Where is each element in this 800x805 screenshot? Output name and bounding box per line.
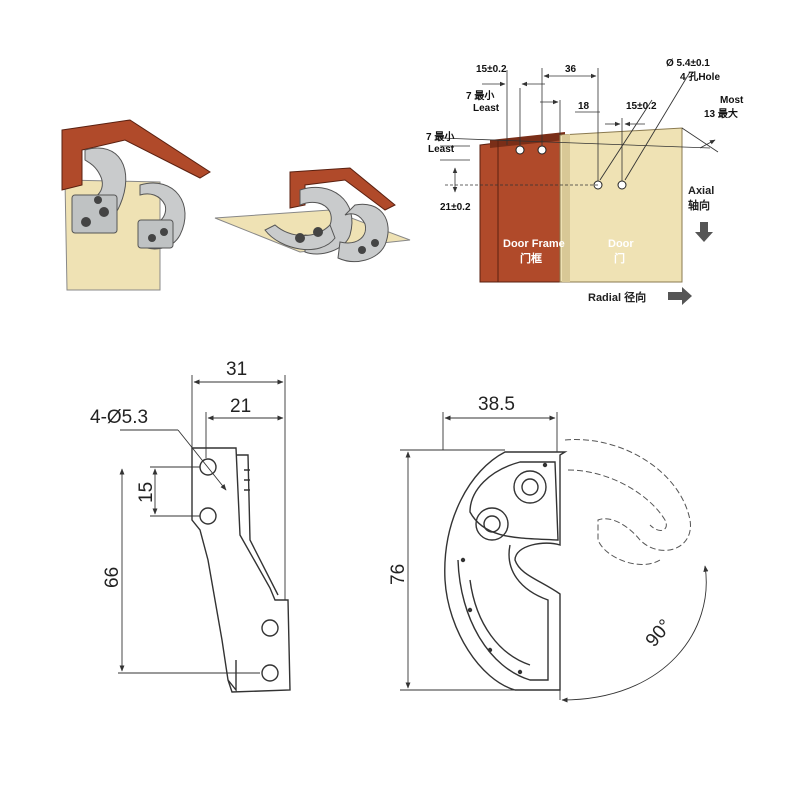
dim-hole-cn: 4 孔Hole (680, 70, 720, 83)
dim-15-top: 15±0.2 (476, 64, 507, 75)
dim-31: 31 (226, 359, 247, 380)
dim-15-mid: 15±0.2 (626, 101, 657, 112)
door-label-cn: 门 (614, 251, 625, 265)
radial-label: Radial 径向 (588, 290, 646, 304)
dim-21: 21±0.2 (440, 202, 471, 213)
dim-7-top-en: Least (473, 103, 500, 114)
dim-7-left-cn: 7 最小 (426, 130, 454, 143)
dim-hole-count: 4-Ø5.3 (90, 407, 148, 428)
door-frame-label-en: Door Frame (503, 238, 565, 250)
axial-label-en: Axial (688, 185, 714, 197)
hinge-illustration-closed (61, 119, 211, 291)
axial-label-cn: 轴向 (688, 198, 710, 212)
dim-76: 76 (388, 564, 409, 585)
dim-7-top-cn: 7 最小 (466, 89, 494, 102)
dim-66: 66 (102, 567, 123, 588)
dim-7-left-en: Least (428, 144, 455, 155)
door-frame-label-cn: 门框 (520, 251, 542, 265)
side-view-drawing (118, 375, 291, 693)
dim-18: 18 (578, 101, 590, 112)
front-view-drawing (400, 412, 709, 703)
hinge-illustration-open (214, 167, 411, 262)
dim-hole: Ø 5.4±0.1 (666, 58, 710, 69)
dim-21: 21 (230, 396, 251, 417)
dim-most-en: Most (720, 95, 744, 106)
installation-diagram: 15±0.2 36 Ø 5.4±0.1 4 孔Hole 7 最小 Least 1… (426, 58, 744, 305)
dim-15: 15 (136, 482, 157, 503)
dim-most-cn: 13 最大 (704, 107, 738, 120)
dim-38-5: 38.5 (478, 394, 515, 415)
door-label-en: Door (608, 238, 634, 250)
dim-36: 36 (565, 64, 577, 75)
dim-angle-90: 90° (642, 616, 677, 652)
